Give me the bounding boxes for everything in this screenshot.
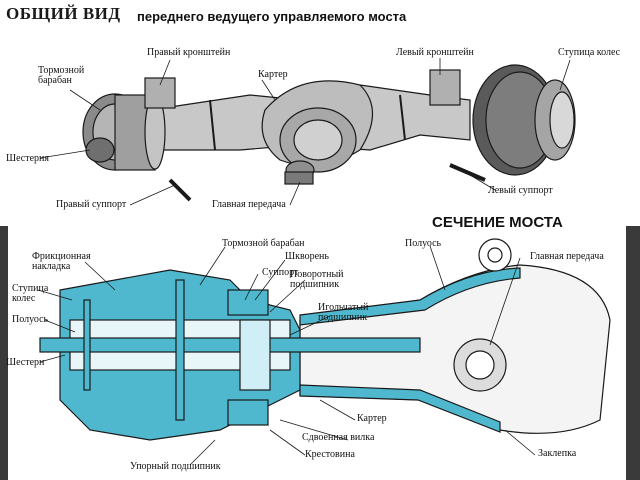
label-main-gear-top: Главная передача — [212, 199, 286, 210]
label-brake-drum-top: Тормозной барабан — [38, 65, 85, 86]
general-view-drawing — [82, 64, 576, 202]
label-cross: Крестовина — [305, 449, 355, 460]
label-wheel-hub-section: Ступица колес — [12, 283, 49, 304]
label-gear-top: Шестерня — [6, 153, 49, 164]
label-kingpin: Шкворень — [285, 251, 329, 262]
section-axle-shaft — [39, 337, 421, 353]
section-view-drawing — [39, 238, 611, 441]
left-frame-bar — [0, 226, 8, 480]
section-title: СЕЧЕНИЕ МОСТА — [432, 214, 563, 231]
left-bracket — [429, 69, 461, 106]
label-axle-shaft-right: Полуось — [405, 238, 442, 249]
label-support: Суппорт — [262, 267, 299, 278]
label-housing-top: Картер — [258, 69, 288, 80]
label-main-gear-section: Главная передача — [530, 251, 604, 262]
label-rivet: Заклепка — [538, 448, 577, 459]
label-double-fork: Сдвоенная вилка — [302, 432, 375, 443]
label-left-support: Левый суппорт — [488, 185, 553, 196]
label-thrust-bearing: Упорный подшипник — [130, 461, 221, 472]
right-frame-bar — [626, 226, 640, 480]
page-title: ОБЩИЙ ВИД — [6, 4, 121, 23]
label-housing-section: Картер — [357, 413, 387, 424]
label-brake-drum-section: Тормозной барабан — [222, 238, 305, 249]
label-right-support: Правый суппорт — [56, 199, 127, 210]
label-axle-shaft-left: Полуось — [12, 314, 49, 325]
label-left-bracket: Левый кронштейн — [396, 47, 474, 58]
label-wheel-hub-top: Ступица колес — [558, 47, 621, 58]
label-friction-lining: Фрикционная накладка — [32, 251, 91, 272]
label-pivot-bearing: Поворотный подшипник — [290, 269, 344, 290]
label-right-bracket: Правый кронштейн — [147, 47, 231, 58]
right-bracket — [144, 77, 176, 109]
label-gear-section: Шестерн — [6, 357, 45, 368]
page-subtitle: переднего ведущего управляемого моста — [137, 9, 407, 24]
label-needle-bearing: Игольчатый подшипник — [318, 302, 369, 323]
